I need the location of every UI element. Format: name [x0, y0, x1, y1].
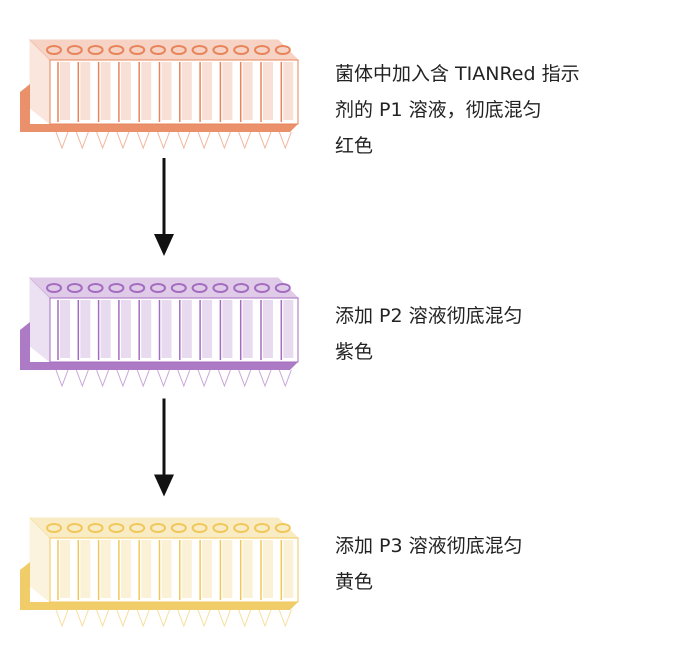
step3-text: 添加 P3 溶液彻底混匀 黄色: [335, 528, 523, 600]
step2-color-label: 紫色: [335, 341, 374, 363]
step1-line1: 菌体中加入含 TIANRed 指示: [335, 63, 580, 85]
plate-purple: [20, 276, 300, 388]
arrow-down-icon: [154, 158, 174, 256]
plate-red: [20, 38, 300, 150]
step1-text: 菌体中加入含 TIANRed 指示 剂的 P1 溶液，彻底混匀 红色: [335, 56, 580, 164]
plate-yellow: [20, 516, 300, 628]
step2-text: 添加 P2 溶液彻底混匀 紫色: [335, 298, 523, 370]
step3-color-label: 黄色: [335, 571, 374, 593]
arrow-down-icon: [154, 398, 174, 497]
step2-line1: 添加 P2 溶液彻底混匀: [335, 305, 523, 327]
step1-color-label: 红色: [335, 135, 374, 157]
step1-line2: 剂的 P1 溶液，彻底混匀: [335, 99, 542, 121]
step3-line1: 添加 P3 溶液彻底混匀: [335, 535, 523, 557]
